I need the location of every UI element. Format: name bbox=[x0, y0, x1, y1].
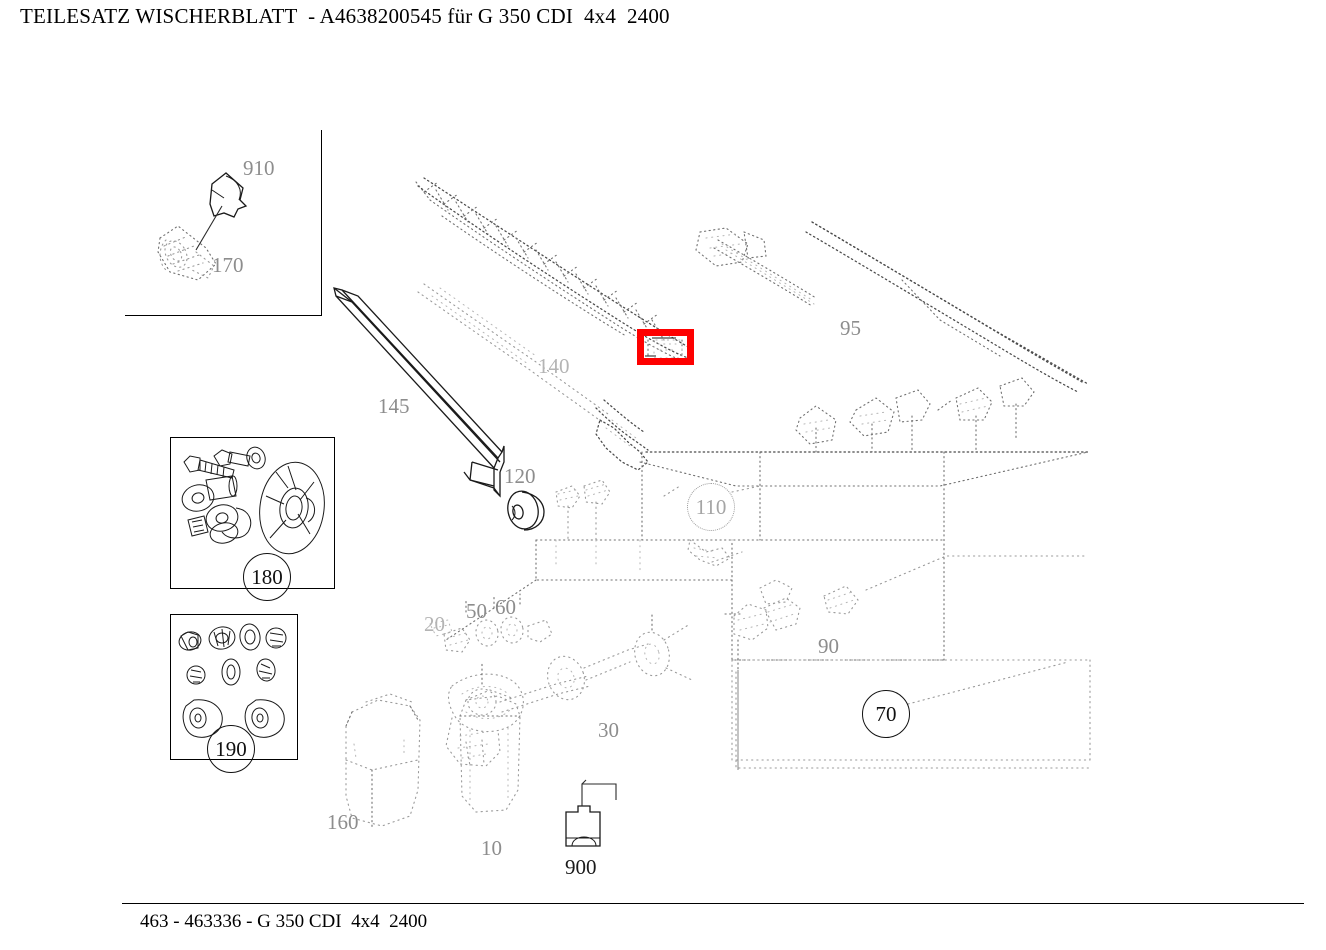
callout-70: 70 bbox=[862, 690, 910, 738]
callout-910: 910 bbox=[243, 156, 275, 180]
leader-910-170 bbox=[195, 205, 223, 251]
part-30-linkage-assembly bbox=[445, 611, 693, 767]
leader-70 bbox=[907, 661, 1069, 705]
part-small-clips bbox=[555, 479, 611, 543]
callout-160: 160 bbox=[327, 810, 359, 834]
leader-900 bbox=[581, 783, 617, 806]
part-wiper-blade-assembly bbox=[415, 177, 691, 471]
part-wiper-blade-connector-clip bbox=[645, 337, 683, 359]
part-145-channel-rail bbox=[333, 287, 505, 498]
callout-145: 145 bbox=[378, 394, 410, 418]
callout-30: 30 bbox=[598, 718, 619, 742]
callout-190: 190 bbox=[207, 725, 255, 773]
red-selection-box[interactable] bbox=[637, 329, 694, 365]
callout-170: 170 bbox=[212, 253, 244, 277]
part-170-wiper-motor bbox=[157, 225, 217, 281]
footer-caption: 463 - 463336 - G 350 CDI 4x4 2400 bbox=[140, 911, 428, 932]
callout-120: 120 bbox=[504, 464, 536, 488]
part-wiper-linkage-right bbox=[795, 377, 1035, 453]
part-20-50-60-group bbox=[429, 593, 553, 653]
callout-20: 20 bbox=[424, 612, 445, 636]
callout-180: 180 bbox=[243, 553, 291, 601]
part-910-nozzle bbox=[209, 172, 248, 218]
callout-50: 50 bbox=[466, 599, 487, 623]
part-cowl-panel bbox=[445, 451, 1091, 761]
part-90-linkage bbox=[721, 555, 1091, 769]
callout-95: 95 bbox=[840, 316, 861, 340]
page-title: TEILESATZ WISCHERBLATT - A4638200545 für… bbox=[20, 4, 670, 28]
part-120-bushing bbox=[507, 490, 545, 531]
part-900-washer-nozzle bbox=[565, 805, 601, 847]
part-160-washer-reservoir bbox=[345, 693, 421, 829]
callout-140: 140 bbox=[538, 354, 570, 378]
part-110-linkage bbox=[663, 485, 761, 567]
callout-60: 60 bbox=[495, 595, 516, 619]
misc-hairlines bbox=[555, 539, 641, 571]
part-10-washer-pump bbox=[459, 689, 521, 813]
inset-box-910-170 bbox=[125, 130, 322, 316]
callout-900: 900 bbox=[565, 855, 597, 879]
part-95-wiper-arm bbox=[695, 221, 1089, 393]
part-180-kit bbox=[181, 446, 325, 555]
footer-divider bbox=[122, 903, 1304, 904]
leader-900-b bbox=[581, 779, 587, 785]
callout-90: 90 bbox=[818, 634, 839, 658]
callout-10: 10 bbox=[481, 836, 502, 860]
callout-110: 110 bbox=[687, 483, 735, 531]
